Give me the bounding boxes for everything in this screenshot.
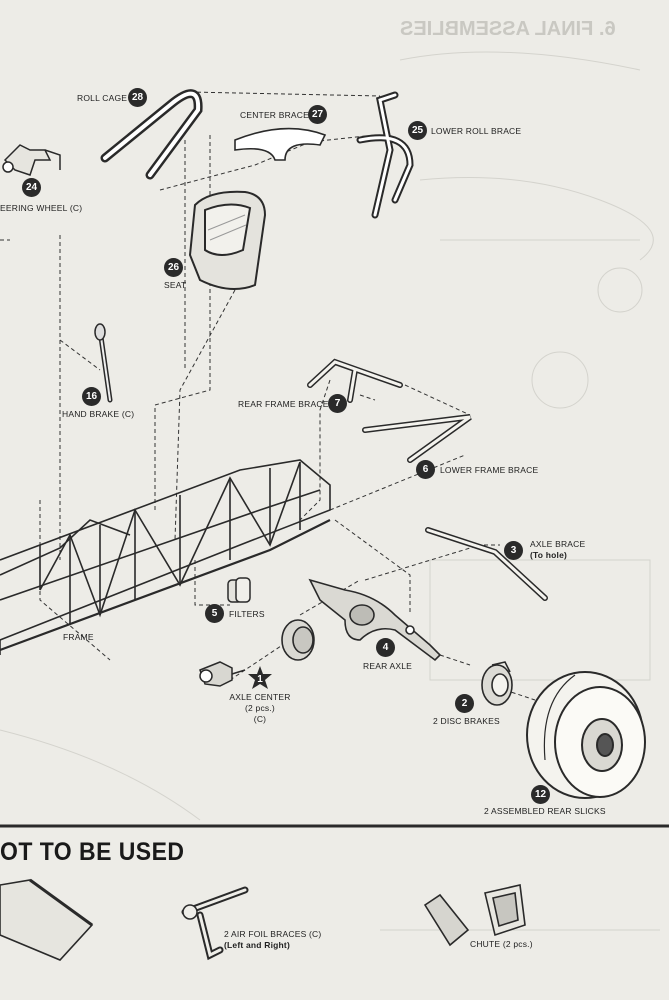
steering-wheel-label: EERING WHEEL (C)	[0, 203, 83, 213]
rear-slicks-number: 12	[531, 785, 550, 804]
center-brace-number: 27	[308, 105, 327, 124]
disc-brakes-part	[481, 661, 513, 706]
lower-roll-brace-label: LOWER ROLL BRACE	[431, 126, 522, 136]
rear-slicks-label: 2 ASSEMBLED REAR SLICKS	[484, 806, 606, 816]
filters-label: FILTERS	[229, 609, 265, 619]
filters-part	[227, 577, 251, 603]
hand-brake-number: 16	[82, 387, 101, 406]
axle-brace-part	[425, 527, 548, 601]
rear-axle-label: REAR AXLE	[363, 661, 413, 671]
filters-number: 5	[205, 604, 224, 623]
not-used-heading: OT TO BE USED	[0, 838, 185, 866]
air-foil-braces-label: 2 AIR FOIL BRACES (C)	[224, 929, 322, 939]
chute-part	[423, 884, 526, 947]
seat-part	[188, 190, 267, 290]
axle-center-part	[199, 661, 246, 687]
seat-number: 26	[164, 258, 183, 277]
lower-roll-brace-part	[356, 91, 414, 219]
rear-axle-part	[281, 578, 442, 662]
center-brace-label: CENTER BRACE	[240, 110, 309, 120]
steering-wheel-part	[2, 144, 61, 176]
disc-brakes-number: 2	[455, 694, 474, 713]
lower-frame-brace-number: 6	[416, 460, 435, 479]
axle-center-label: AXLE CENTER	[229, 692, 291, 702]
rear-slick-part	[526, 671, 646, 799]
hand-brake-part	[94, 323, 113, 403]
roll-cage-number: 28	[128, 88, 147, 107]
lower-frame-brace-part	[362, 414, 472, 463]
disc-brakes-label: 2 DISC BRAKES	[433, 716, 500, 726]
seat-label: SEAT	[164, 280, 187, 290]
axle-brace-number: 3	[504, 541, 523, 560]
roll-cage-label: ROLL CAGE	[77, 93, 128, 103]
roll-cage-part	[100, 89, 203, 180]
frame-part	[0, 459, 331, 655]
steering-wheel-number: 24	[22, 178, 41, 197]
frame-label: FRAME	[63, 632, 94, 642]
rear-frame-brace-label: REAR FRAME BRACE	[238, 399, 329, 409]
axle-center-note: (C)	[253, 714, 267, 724]
chute-label: CHUTE (2 pcs.)	[470, 939, 533, 949]
hand-brake-label: HAND BRAKE (C)	[62, 409, 135, 419]
lower-roll-brace-number: 25	[408, 121, 427, 140]
axle-center-star-badge: 1	[247, 665, 273, 691]
air-foil-plate-part	[0, 878, 94, 961]
center-brace-part	[234, 127, 327, 161]
axle-center-number: 1	[257, 673, 263, 685]
lower-frame-brace-label: LOWER FRAME BRACE	[440, 465, 539, 475]
rear-axle-number: 4	[376, 638, 395, 657]
rear-frame-brace-part	[307, 358, 403, 403]
air-foil-braces-sublabel: (Left and Right)	[224, 940, 290, 950]
axle-brace-label: AXLE BRACE	[530, 539, 586, 549]
axle-center-qty: (2 pcs.)	[245, 703, 275, 713]
axle-brace-sublabel: (To hole)	[530, 550, 568, 560]
air-foil-braces-part	[181, 886, 249, 961]
rear-frame-brace-number: 7	[328, 394, 347, 413]
star-icon	[248, 666, 272, 689]
